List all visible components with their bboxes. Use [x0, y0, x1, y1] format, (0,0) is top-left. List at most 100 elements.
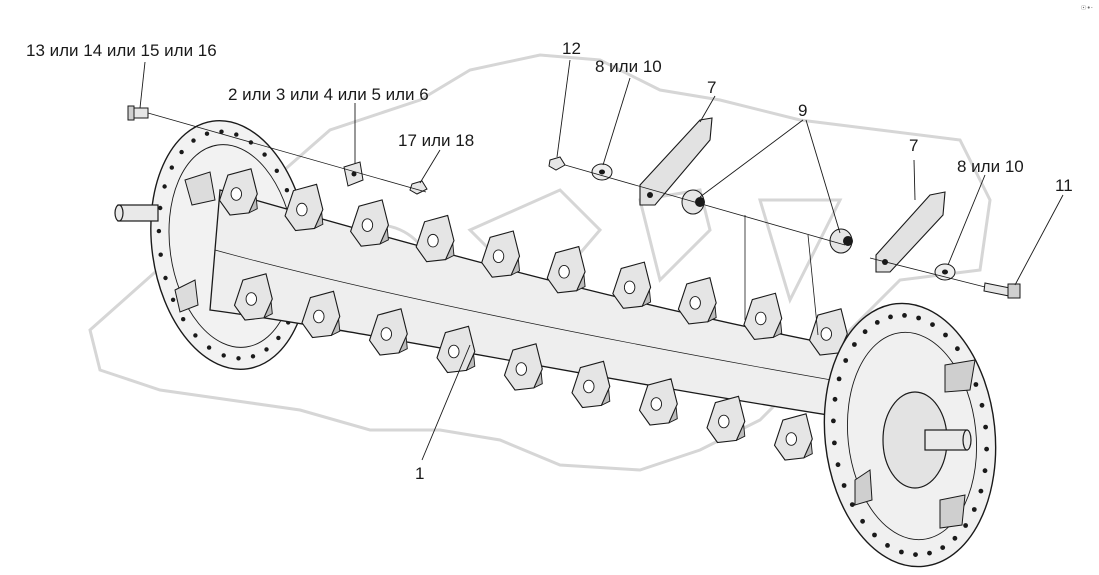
disc-bolt-hole — [835, 462, 841, 468]
disc-bolt-hole — [831, 418, 836, 424]
disc-bolt-hole — [264, 347, 269, 352]
callout-7-left: 7 — [707, 78, 717, 97]
disc-bolt-hole — [860, 518, 865, 524]
disc-bolt-hole — [963, 523, 968, 528]
left-shaft — [114, 204, 159, 222]
disc-bolt-hole — [841, 483, 847, 488]
disc-bolt-hole — [236, 356, 241, 361]
paddle — [481, 230, 521, 278]
disc-bolt-hole — [982, 468, 988, 474]
disc-bolt-hole — [206, 345, 212, 350]
disc-bolt-hole — [902, 313, 907, 318]
nut-17-18 — [409, 180, 428, 195]
disc-bolt-hole — [913, 552, 918, 557]
disc-bolt-hole — [191, 138, 196, 143]
callout-12: 12 — [562, 39, 581, 58]
callout-2-3-4-5-6: 2 или 3 или 4 или 5 или 6 — [228, 85, 429, 104]
disc-bolt-hole — [234, 132, 239, 137]
disc-bolt-hole — [221, 353, 226, 358]
disc-bolt-hole — [274, 168, 279, 173]
paddle — [301, 290, 341, 339]
bolt-13-16 — [127, 105, 149, 121]
disc-bolt-hole — [156, 228, 162, 234]
disc-bolt-hole — [984, 446, 989, 452]
bolt-11 — [983, 282, 1021, 299]
paddle — [218, 168, 258, 216]
disc-bolt-hole — [927, 550, 932, 556]
disc-bolt-hole — [170, 297, 176, 302]
knife-7-left — [639, 117, 713, 206]
disc-bolt-hole — [888, 314, 893, 320]
disc-bolt-hole — [193, 333, 198, 338]
disc-bolt-hole — [852, 342, 857, 347]
disc-bolt-hole — [978, 488, 984, 494]
paddle — [571, 360, 611, 409]
callout-8-10-left: 8 или 10 — [595, 57, 662, 76]
spacer-9-right — [829, 228, 853, 254]
paddle — [415, 214, 455, 263]
disc-bolt-hole — [983, 424, 988, 430]
paddle — [503, 343, 543, 391]
right-hub-shaft — [882, 391, 972, 489]
paddle — [350, 199, 389, 247]
disc-bolt-hole — [843, 358, 849, 363]
callout-9: 9 — [798, 101, 808, 120]
disc-bolt-hole — [955, 346, 960, 352]
spacer-9-left — [681, 189, 705, 215]
corner-watermark: ☉•· — [1080, 4, 1093, 12]
disc-bolt-hole — [181, 317, 186, 322]
disc-bolt-hole — [250, 354, 256, 359]
disc-bolt-hole — [862, 329, 868, 335]
leader-lines — [139, 59, 1064, 461]
disc-bolt-hole — [849, 502, 855, 507]
callout-11: 11 — [1055, 176, 1073, 195]
nut-12 — [548, 156, 566, 171]
disc-bolt-hole — [916, 315, 921, 321]
square-nut-2-6 — [343, 161, 364, 187]
disc-bolt-hole — [169, 165, 174, 170]
callout-1: 1 — [415, 464, 425, 483]
paddle — [233, 273, 273, 321]
disc-bolt-hole — [952, 535, 958, 541]
disc-bolt-hole — [971, 507, 977, 512]
disc-bolt-hole — [204, 131, 210, 136]
callout-8-10-right: 8 или 10 — [957, 157, 1024, 176]
callout-13-14-15-16: 13 или 14 или 15 или 16 — [26, 41, 217, 60]
paddle — [284, 183, 324, 232]
disc-bolt-hole — [872, 532, 877, 538]
disc-bolt-hole — [899, 549, 904, 555]
disc-bolt-hole — [979, 402, 985, 408]
disc-bolt-hole — [874, 320, 880, 325]
disc-bolt-hole — [262, 152, 267, 157]
disc-bolt-hole — [219, 129, 224, 134]
disc-bolt-hole — [943, 332, 948, 338]
disc-bolt-hole — [162, 184, 167, 189]
disc-bolt-hole — [276, 335, 281, 341]
washer-8-10-left — [591, 163, 613, 181]
disc-bolt-hole — [158, 252, 163, 257]
paddle — [546, 245, 586, 294]
disc-bolt-hole — [832, 396, 838, 402]
washer-8-10-right — [934, 263, 956, 281]
paddle — [706, 395, 746, 444]
disc-bolt-hole — [940, 545, 946, 550]
paddle — [612, 261, 652, 309]
disc-bolt-hole — [836, 376, 842, 382]
disc-bolt-hole — [832, 440, 837, 446]
paddle — [773, 413, 813, 461]
disc-bolt-hole — [284, 188, 290, 193]
paddle — [638, 378, 678, 426]
callout-17-18: 17 или 18 — [398, 131, 475, 150]
disc-bolt-hole — [163, 275, 168, 281]
drum-paddles — [218, 168, 848, 461]
disc-bolt-hole — [973, 382, 979, 387]
disc-bolt-hole — [885, 543, 890, 548]
disc-bolt-hole — [158, 205, 163, 211]
callout-7-right: 7 — [909, 136, 919, 155]
assembly-axis-lines — [147, 112, 986, 336]
knife-7-right — [875, 191, 946, 273]
disc-bolt-hole — [930, 322, 935, 327]
paddle — [743, 292, 783, 341]
paddle — [677, 277, 717, 325]
